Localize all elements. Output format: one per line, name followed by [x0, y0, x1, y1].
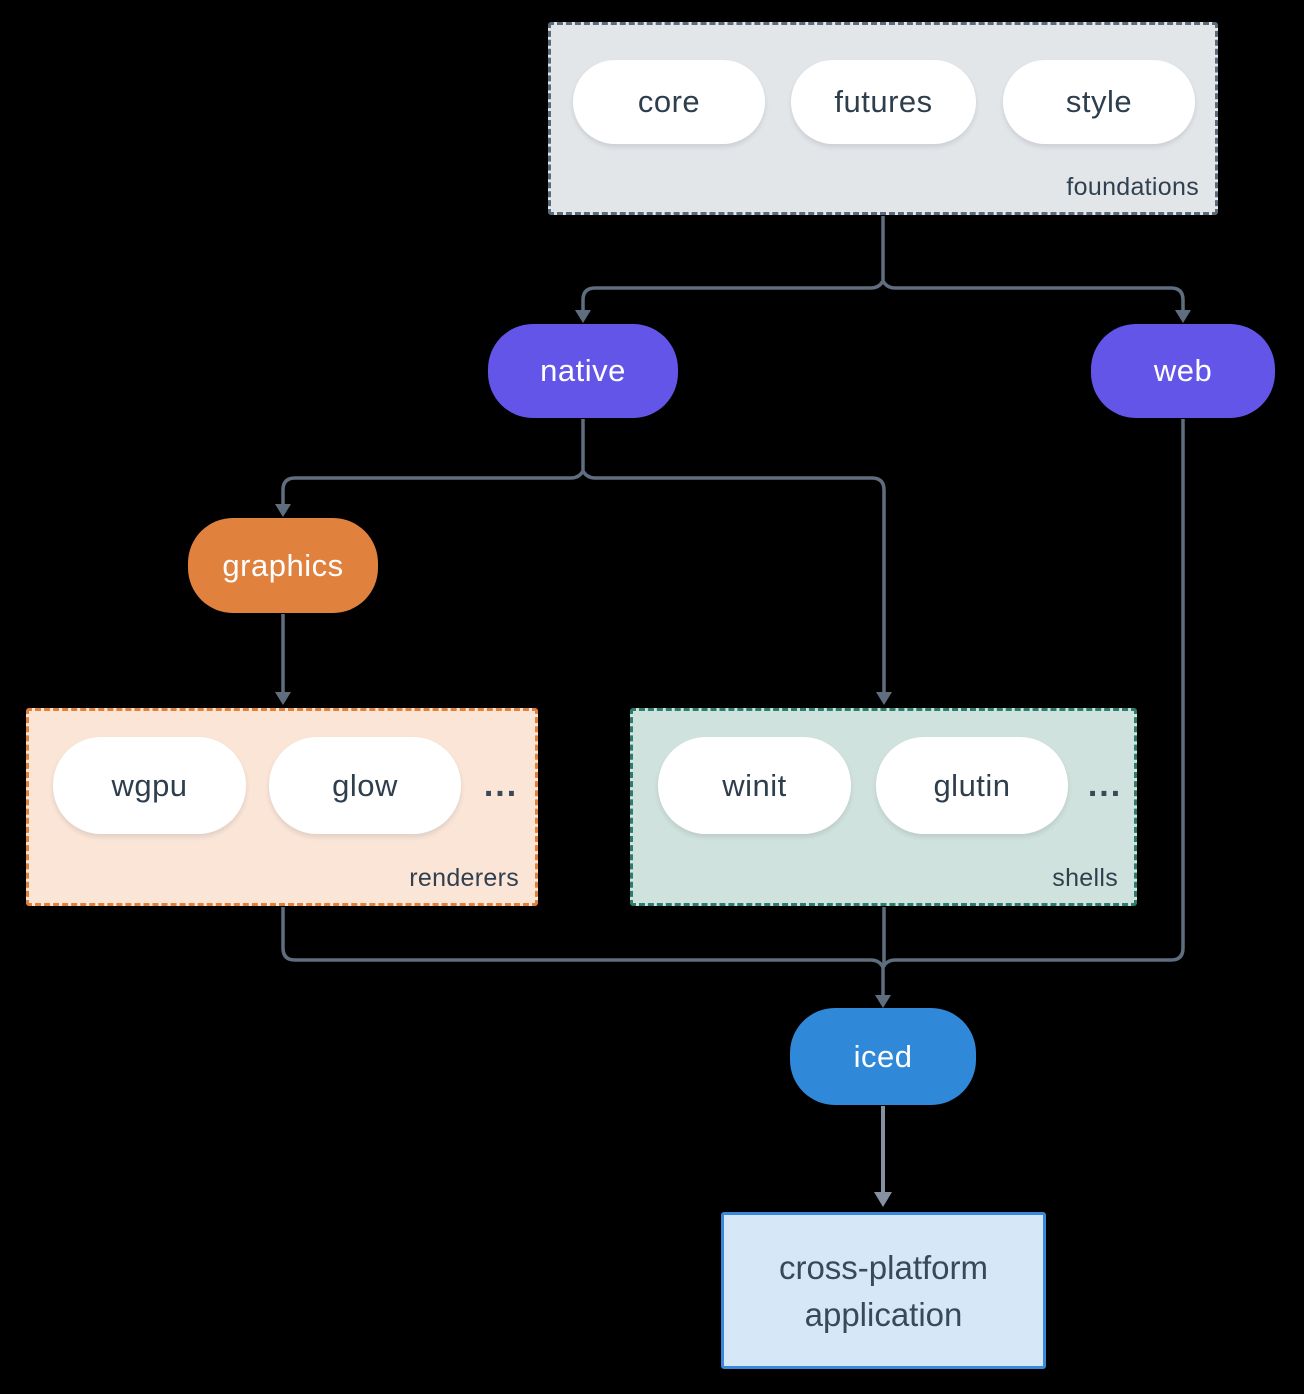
- node-graphics: graphics: [188, 518, 378, 613]
- node-iced: iced: [790, 1008, 976, 1105]
- arrowhead-renderers: [275, 692, 291, 705]
- shells-ellipsis: ...: [1087, 766, 1123, 804]
- arrowhead-web: [1175, 310, 1191, 323]
- node-core: core: [573, 60, 765, 144]
- arrowhead-graphics: [275, 504, 291, 517]
- node-glow: glow: [269, 737, 461, 834]
- group-foundations: core futures style foundations: [548, 22, 1218, 215]
- node-cross-platform-application: cross-platform application: [721, 1212, 1046, 1369]
- arrowhead-iced: [875, 995, 891, 1008]
- node-style: style: [1003, 60, 1195, 144]
- group-foundations-label: foundations: [1066, 173, 1199, 201]
- node-web: web: [1091, 324, 1275, 418]
- arrowhead-application: [874, 1192, 892, 1207]
- arrowhead-native: [575, 310, 591, 323]
- node-glutin: glutin: [876, 737, 1068, 834]
- edge-fork-graphics-shells: [281, 469, 886, 692]
- edge-web-merge: [881, 419, 1185, 968]
- renderers-ellipsis: ...: [483, 766, 519, 804]
- node-futures: futures: [791, 60, 976, 144]
- group-shells: winit glutin ... shells: [630, 708, 1137, 906]
- group-shells-label: shells: [1052, 864, 1118, 892]
- node-native: native: [488, 324, 678, 418]
- node-wgpu: wgpu: [53, 737, 246, 834]
- edge-renderers-merge: [281, 907, 885, 968]
- group-renderers: wgpu glow ... renderers: [26, 708, 538, 906]
- group-renderers-label: renderers: [409, 864, 519, 892]
- node-winit: winit: [658, 737, 851, 834]
- arrowhead-shells: [876, 692, 892, 705]
- edge-fork-native-web: [581, 279, 1185, 311]
